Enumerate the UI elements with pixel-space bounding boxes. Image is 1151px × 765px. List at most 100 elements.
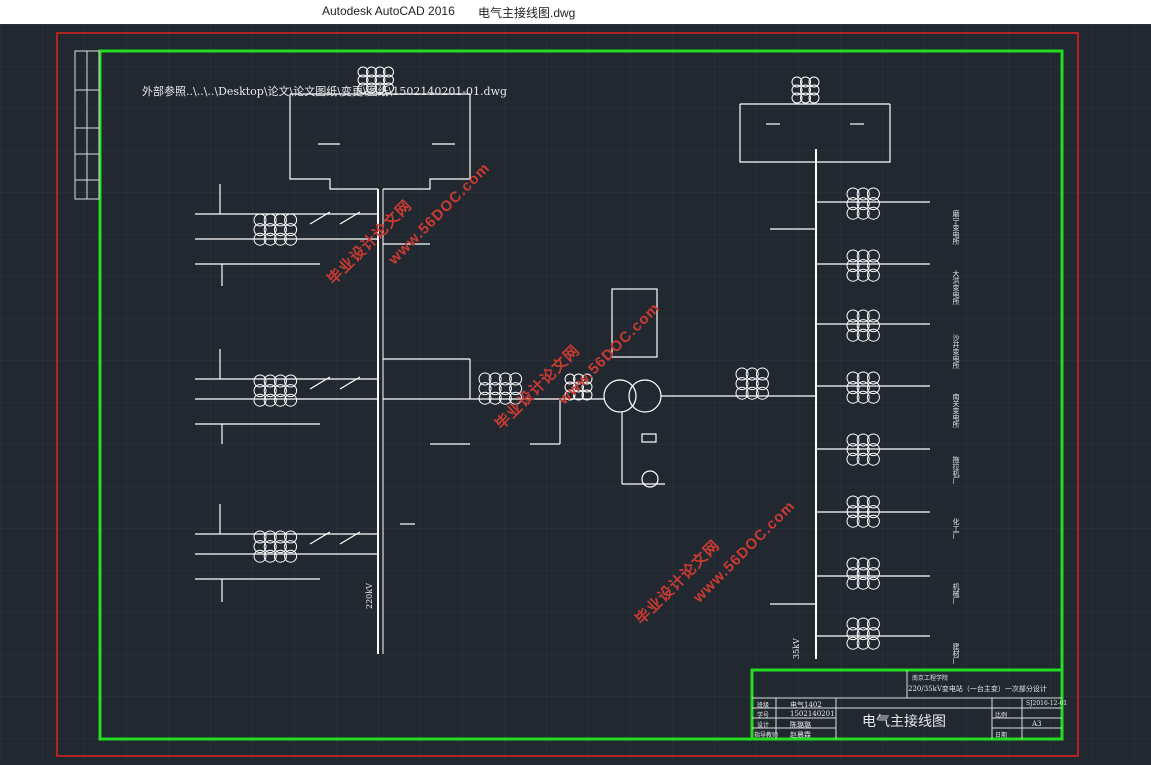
ct-circle [846, 514, 860, 528]
ct-circle [846, 381, 860, 395]
ct-circle [866, 259, 880, 273]
ct-circle [846, 576, 860, 590]
ct-circle [755, 367, 769, 381]
ct-circle [866, 328, 880, 342]
revision-table [74, 50, 100, 200]
ct-circle [263, 374, 277, 388]
ct-circle [478, 391, 492, 405]
ct-circle [581, 381, 593, 393]
feeder-label: 化工厂 [952, 518, 960, 539]
ct-circle [383, 74, 394, 86]
ct-circle [866, 268, 880, 282]
ct-circle [253, 393, 267, 407]
ct-circle [366, 82, 377, 94]
ct-circle [846, 443, 860, 457]
ct-circle [755, 386, 769, 400]
ct-circle [846, 319, 860, 333]
ct-circle [866, 187, 880, 201]
ct-circle [273, 393, 287, 407]
grid-background [0, 24, 1151, 761]
ct-circle [846, 452, 860, 466]
ct-circle [263, 213, 277, 227]
ct-circle [509, 391, 523, 405]
ct-circle [856, 197, 870, 211]
date-label: 日期 [995, 732, 1008, 739]
project-title: 220/35kV变电站（一台主变）一次部分设计 [908, 685, 1047, 693]
ct-circle [263, 223, 277, 237]
ct-circle [284, 374, 298, 388]
current-transformers [253, 66, 880, 650]
ct-circle [856, 505, 870, 519]
xref-note: 外部参照..\..\..\Desktop\论文\论文图纸\变更\图纸\15021… [142, 85, 508, 98]
feeder-label: 大洪变电所 [952, 270, 960, 305]
row-label-designer: 设计 [757, 722, 770, 729]
school-label: 南京工程学院 [912, 675, 949, 682]
feeder-label: 南关变电所 [952, 393, 960, 428]
ct-circle [856, 567, 870, 581]
ct-circle [846, 505, 860, 519]
ct-circle [374, 66, 386, 78]
ct-circle [856, 259, 870, 273]
ct-circle [498, 382, 512, 396]
ct-circle [856, 390, 870, 404]
ct-circle [846, 197, 860, 211]
ct-circle [573, 373, 584, 385]
ct-circle [253, 549, 267, 563]
ct-circle [800, 92, 811, 104]
ct-circle [866, 495, 880, 509]
title-block-grid [752, 670, 1062, 739]
ct-circle [284, 384, 298, 398]
ct-circle [846, 249, 860, 263]
ct-circle [383, 82, 394, 94]
size-value: A3 [1032, 720, 1042, 728]
ct-circle [383, 66, 394, 78]
feeder-label: 沙井变电所 [952, 334, 960, 369]
ct-circle [564, 389, 576, 401]
ct-circle [253, 213, 267, 227]
ct-circle [856, 557, 870, 571]
ct-circle [856, 249, 870, 263]
ct-circle [273, 549, 287, 563]
ct-circle [866, 627, 880, 641]
ct-circle [488, 382, 502, 396]
ct-circle [846, 390, 860, 404]
ct-circle [263, 232, 277, 246]
ct-circle [509, 382, 523, 396]
ct-circle [253, 374, 267, 388]
file-name: 电气主接线图.dwg [478, 6, 576, 20]
ct-circle [735, 377, 749, 391]
ct-circle [856, 452, 870, 466]
ct-circle [791, 76, 803, 88]
ct-circle [509, 372, 523, 386]
ct-circle [273, 223, 287, 237]
ct-circle [808, 76, 820, 88]
ct-circle [366, 66, 377, 78]
drawing-canvas[interactable]: 外部参照..\..\..\Desktop\论文\论文图纸\变更\图纸\15021… [0, 24, 1151, 761]
feeder-label: 建材厂 [952, 643, 960, 664]
drawing-title: 电气主接线图 [862, 714, 946, 730]
ct-circle [735, 386, 749, 400]
ct-circle [791, 92, 803, 104]
ct-circle [846, 259, 860, 273]
ct-circle [357, 82, 369, 94]
ct-circle [366, 74, 377, 86]
ct-circle [581, 389, 593, 401]
ct-circle [866, 452, 880, 466]
ct-circle [866, 576, 880, 590]
student-id-value: 1502140201 [790, 710, 835, 718]
ct-circle [846, 328, 860, 342]
ct-circle [478, 372, 492, 386]
ct-circle [866, 371, 880, 385]
ct-circle [800, 84, 811, 96]
ct-circle [856, 268, 870, 282]
ct-circle [253, 232, 267, 246]
ct-circle [573, 381, 584, 393]
outer-frame [56, 32, 1079, 757]
ct-circle [791, 84, 803, 96]
ct-circle [846, 636, 860, 650]
ct-circle [846, 557, 860, 571]
class-value: 电气1402 [790, 701, 822, 709]
ct-circle [866, 381, 880, 395]
ct-circle [856, 636, 870, 650]
ct-circle [866, 249, 880, 263]
